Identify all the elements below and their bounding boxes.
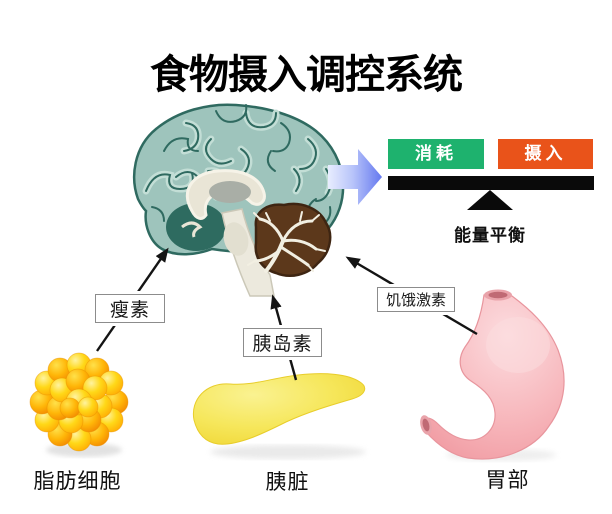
- esophagus-hole: [488, 291, 508, 299]
- duodenum-hole: [422, 418, 430, 432]
- pons: [223, 222, 249, 256]
- fat-cells-icon: [29, 352, 129, 457]
- pancreas-icon: [192, 373, 366, 459]
- midbrain-region: [166, 203, 226, 251]
- brain-icon: [132, 103, 345, 297]
- energy-balance-caption: 能量平衡: [454, 226, 526, 245]
- blue-right-arrow-icon: [328, 149, 382, 205]
- hippocampus-swirl: [181, 221, 203, 238]
- pancreas-body: [192, 373, 366, 445]
- expenditure-label: 消耗: [415, 144, 457, 163]
- pancreas-shadow: [210, 445, 366, 459]
- thalamus: [209, 181, 251, 203]
- insulin-label: 胰岛素: [243, 328, 322, 357]
- pancreas-caption: 胰脏: [265, 471, 310, 494]
- arbor-vitae: [247, 211, 326, 273]
- fat-cell-balls: [29, 352, 129, 452]
- ghrelin-label: 饥饿激素: [377, 287, 455, 312]
- expenditure-box: 消耗: [388, 139, 484, 169]
- balance-fulcrum: [467, 190, 513, 210]
- intake-label: 摄入: [524, 144, 567, 163]
- stomach-body: [421, 294, 565, 460]
- stomach-icon: [420, 289, 565, 461]
- intake-box: 摄入: [498, 139, 593, 169]
- stomach-highlight: [486, 317, 550, 373]
- balance-beam: [388, 176, 594, 190]
- stomach-caption: 胃部: [485, 469, 530, 492]
- leptin-label: 瘦素: [95, 294, 165, 323]
- page-title: 食物摄入调控系统: [150, 53, 463, 97]
- corpus-callosum: [185, 169, 266, 220]
- fat-cells-caption: 脂肪细胞: [33, 470, 122, 493]
